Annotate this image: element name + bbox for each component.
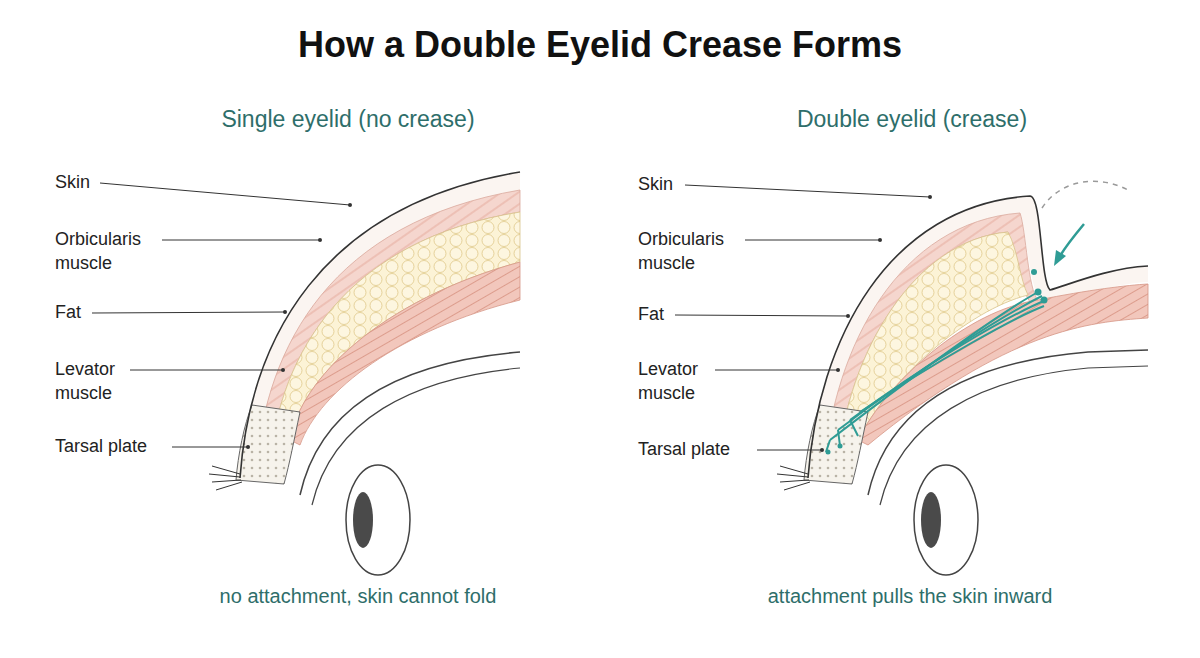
drawing-part [820,448,824,452]
part-label: Skin [638,173,673,196]
drawing-part [290,262,520,445]
drawing-part [1041,297,1048,304]
leader-lines [92,183,930,450]
drawing-part [209,466,242,490]
drawing-part [846,314,850,318]
part-label: Tarsal plate [638,438,730,461]
drawing-part [1035,289,1042,296]
drawing-part [353,492,373,548]
drawing-part [1031,269,1037,275]
drawing-part [246,445,250,449]
drawing-part [283,310,287,314]
part-label: Fat [55,301,81,324]
inward-arrowhead [1054,250,1066,266]
drawing-part [914,465,978,575]
drawing-part [777,466,810,490]
drawing-part [838,444,843,449]
drawing-part [804,405,868,484]
drawing-part [860,306,1044,412]
drawing-part [685,185,930,197]
part-label: Fat [638,303,664,326]
drawing-part [757,450,822,451]
drawing-part [348,203,352,207]
drawing-part [858,284,1148,445]
drawing-part [100,183,350,205]
single-eyelid-drawing [209,172,520,575]
drawing-part [675,315,848,316]
drawing-part [745,240,880,241]
drawing-part [878,238,882,242]
attachment-points [826,269,1048,455]
part-label: Orbicularis muscle [638,228,724,275]
part-label: Levator muscle [55,358,115,405]
leader-dots [246,195,932,452]
drawing-part [836,368,840,372]
drawing-part [715,370,838,371]
panel-note: attachment pulls the skin inward [768,583,1053,609]
panel-note: no attachment, skin cannot fold [220,583,497,609]
former-skin-line [1042,181,1128,208]
drawing-part [312,368,520,505]
part-label: Orbicularis muscle [55,228,141,275]
drawing-part [318,238,322,242]
drawing-part [130,370,283,371]
drawing-part [172,447,248,448]
drawing-part [346,465,410,575]
diagram-title: How a Double Eyelid Crease Forms [298,22,902,69]
drawing-part [236,405,300,484]
drawing-part [162,240,320,241]
drawing-part [808,196,1148,478]
part-label: Tarsal plate [55,435,147,458]
drawing-part [921,492,941,548]
panel-heading: Single eyelid (no crease) [221,105,474,135]
drawing-part [928,195,932,199]
drawing-part [270,212,520,462]
attachment-strands [826,292,1046,452]
drawing-part [826,450,831,455]
drawing-part [240,172,520,478]
part-label: Levator muscle [638,358,698,405]
panel-heading: Double eyelid (crease) [797,105,1027,135]
drawing-part [281,368,285,372]
part-label: Skin [55,171,90,194]
drawing-part [92,312,285,313]
drawing-part [826,420,858,452]
inward-arrow [1060,224,1084,256]
drawing-part [850,300,1046,420]
